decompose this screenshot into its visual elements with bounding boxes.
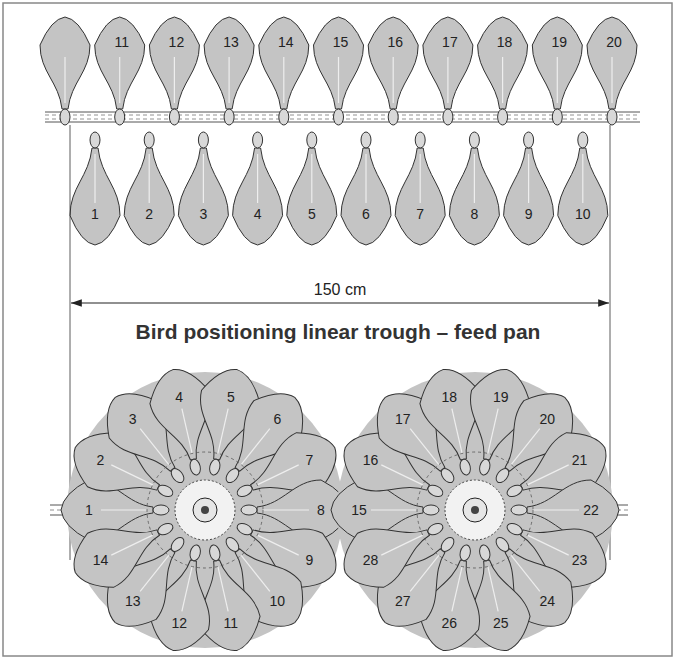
bird-number: 7 bbox=[416, 207, 424, 221]
bird-number: 17 bbox=[395, 412, 411, 426]
bird-number: 5 bbox=[227, 390, 235, 404]
bird-silhouette bbox=[62, 499, 185, 600]
bird-number: 21 bbox=[572, 453, 588, 467]
bird-number: 3 bbox=[129, 412, 137, 426]
bird-number: 10 bbox=[575, 207, 591, 221]
bird-silhouette bbox=[368, 17, 418, 125]
bird-silhouette bbox=[259, 17, 309, 125]
bird-number: 14 bbox=[278, 35, 294, 49]
bird-silhouette bbox=[40, 17, 90, 125]
bird-number: 9 bbox=[525, 207, 533, 221]
frame bbox=[3, 3, 672, 656]
title: Bird positioning linear trough – feed pa… bbox=[136, 321, 541, 342]
bird-silhouette bbox=[558, 132, 608, 245]
bird-number: 4 bbox=[254, 207, 262, 221]
dimension-label: 150 cm bbox=[311, 282, 369, 298]
bird-silhouette bbox=[287, 132, 337, 245]
bird-silhouette bbox=[314, 17, 364, 125]
bird-number: 17 bbox=[442, 35, 458, 49]
bird-silhouette bbox=[449, 132, 499, 245]
bird-number: 24 bbox=[540, 594, 556, 608]
bird-number: 28 bbox=[363, 553, 379, 567]
bird-silhouette bbox=[332, 499, 455, 600]
feed-pan bbox=[331, 363, 619, 657]
bird-silhouette bbox=[204, 17, 254, 125]
bird-number: 14 bbox=[93, 553, 109, 567]
bird-number: 27 bbox=[395, 594, 411, 608]
bird-number: 18 bbox=[497, 35, 513, 49]
bird-silhouette bbox=[395, 132, 445, 245]
bird-number: 16 bbox=[387, 35, 403, 49]
bird-number: 25 bbox=[493, 616, 509, 630]
bird-silhouette bbox=[478, 17, 528, 125]
bird-number: 20 bbox=[540, 412, 556, 426]
bird-number: 12 bbox=[169, 35, 185, 49]
bird-number: 10 bbox=[270, 594, 286, 608]
bird-silhouette bbox=[233, 132, 283, 245]
bird-number: 11 bbox=[114, 35, 129, 49]
bird-silhouette bbox=[532, 17, 582, 125]
bird-number: 13 bbox=[223, 35, 239, 49]
bird-number: 6 bbox=[273, 412, 281, 426]
bird-number: 20 bbox=[606, 35, 622, 49]
bird-number: 23 bbox=[572, 553, 588, 567]
bird-number: 1 bbox=[85, 503, 93, 517]
bird-silhouette bbox=[423, 17, 473, 125]
feed-pan bbox=[61, 363, 349, 657]
bird-number: 11 bbox=[224, 616, 239, 630]
bird-number: 6 bbox=[362, 207, 370, 221]
bird-number: 3 bbox=[199, 207, 207, 221]
bird-number: 8 bbox=[317, 503, 325, 517]
bird-number: 1 bbox=[91, 207, 99, 221]
bird-number: 8 bbox=[470, 207, 478, 221]
bird-number: 19 bbox=[493, 390, 509, 404]
bird-number: 15 bbox=[333, 35, 349, 49]
bird-number: 26 bbox=[441, 616, 457, 630]
bird-number: 2 bbox=[145, 207, 153, 221]
bird-number: 13 bbox=[125, 594, 141, 608]
bird-number: 18 bbox=[441, 390, 457, 404]
bird-number: 4 bbox=[175, 390, 183, 404]
bird-number: 12 bbox=[171, 616, 187, 630]
bird-number: 19 bbox=[552, 35, 568, 49]
bird-silhouette bbox=[178, 132, 228, 245]
bird-number: 9 bbox=[306, 553, 314, 567]
bird-number: 16 bbox=[363, 453, 379, 467]
bird-number: 15 bbox=[351, 503, 367, 517]
bird-silhouette bbox=[124, 132, 174, 245]
bird-silhouette bbox=[341, 132, 391, 245]
bird-number: 2 bbox=[97, 453, 105, 467]
bird-silhouette bbox=[70, 132, 120, 245]
bird-silhouette bbox=[149, 17, 199, 125]
bird-silhouette bbox=[95, 17, 145, 125]
bird-silhouette bbox=[587, 17, 637, 125]
bird-silhouette bbox=[504, 132, 554, 245]
bird-number: 5 bbox=[308, 207, 316, 221]
bird-number: 7 bbox=[306, 453, 314, 467]
bird-number: 22 bbox=[583, 503, 599, 517]
